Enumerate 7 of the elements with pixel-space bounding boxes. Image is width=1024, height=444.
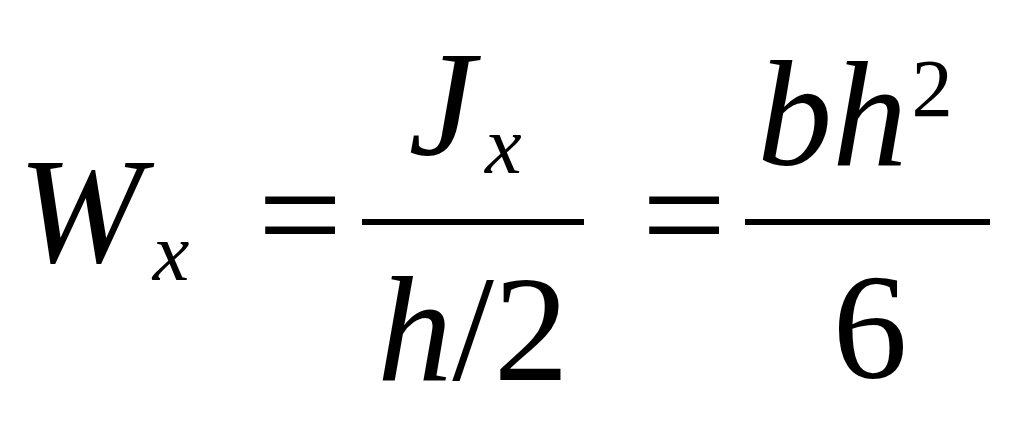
denominator: 6 bbox=[832, 252, 908, 402]
equals-sign: = bbox=[641, 139, 727, 289]
equals-sign: = bbox=[257, 139, 343, 289]
denominator: h/2 bbox=[377, 254, 569, 404]
numerator: bh$^{2}$ bbox=[757, 39, 953, 189]
numerator: J$_{x}$ bbox=[408, 29, 522, 187]
formula-term: W$_{x}$ bbox=[18, 136, 190, 294]
